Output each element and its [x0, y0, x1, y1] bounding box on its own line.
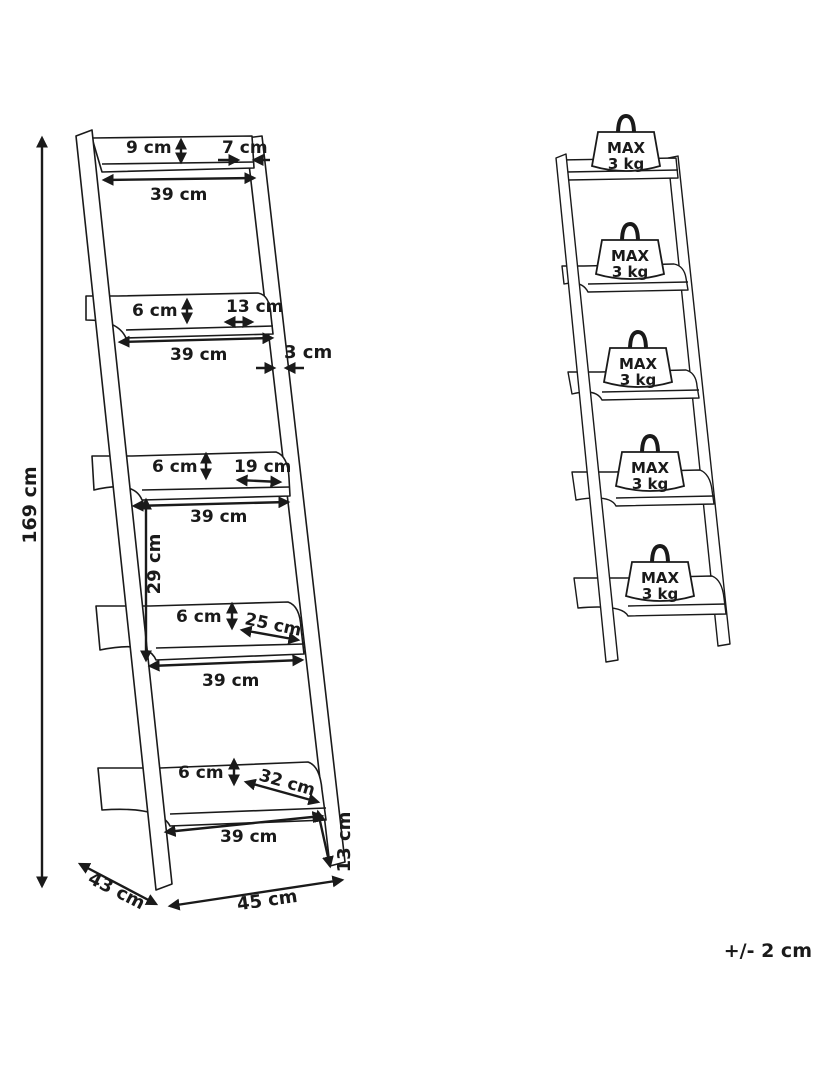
shelf-depth-label: 7 cm	[222, 138, 268, 158]
weight-labels: MAX 3 kg MAX 3 kg MAX 3 kg MAX 3 kg MAX …	[607, 139, 680, 603]
bottom-lift-label: 13 cm	[334, 812, 355, 873]
shelf-width-label: 39 cm	[150, 185, 207, 205]
weight-kg-label: 3 kg	[642, 585, 678, 603]
dimension-arrows	[36, 135, 345, 911]
back-leg	[245, 135, 346, 867]
shelf-height-label: 6 cm	[132, 301, 178, 321]
shelf-width-label: 39 cm	[220, 827, 277, 847]
tolerance-label: +/- 2 cm	[723, 940, 812, 962]
shelf-depth-label: 19 cm	[234, 457, 291, 477]
weight-icon	[594, 221, 666, 280]
weight-max-label: MAX	[611, 247, 650, 265]
shelf-height-label: 6 cm	[152, 457, 198, 477]
weight-max-label: MAX	[631, 459, 670, 477]
weight-icon	[590, 113, 662, 172]
shelf-height-label: 6 cm	[178, 763, 224, 783]
weight-max-label: MAX	[641, 569, 680, 587]
weight-kg-label: 3 kg	[612, 263, 648, 281]
weight-kg-label: 3 kg	[608, 155, 644, 173]
weight-icon	[614, 433, 686, 492]
weight-kg-label: 3 kg	[632, 475, 668, 493]
leg-width-label: 3 cm	[284, 342, 332, 363]
width-total-label: 45 cm	[236, 886, 299, 915]
shelf-width-label: 39 cm	[190, 507, 247, 527]
height-total-label: 169 cm	[19, 466, 41, 543]
weight-max-label: MAX	[607, 139, 646, 157]
weight-max-label: MAX	[619, 355, 658, 373]
shelf-height-label: 6 cm	[176, 607, 222, 627]
weight-icon	[602, 329, 674, 388]
weight-kg-label: 3 kg	[620, 371, 656, 389]
shelf-depth-label: 13 cm	[226, 297, 283, 317]
shelf-width-label: 39 cm	[202, 671, 259, 691]
shelf-spacing-label: 29 cm	[144, 534, 165, 595]
weight-icons	[590, 113, 696, 602]
weight-icon	[624, 543, 696, 602]
shelf-width-label: 39 cm	[170, 345, 227, 365]
depth-total-label: 43 cm	[85, 868, 149, 914]
shelf-height-label: 9 cm	[126, 138, 172, 158]
front-leg	[555, 153, 619, 663]
